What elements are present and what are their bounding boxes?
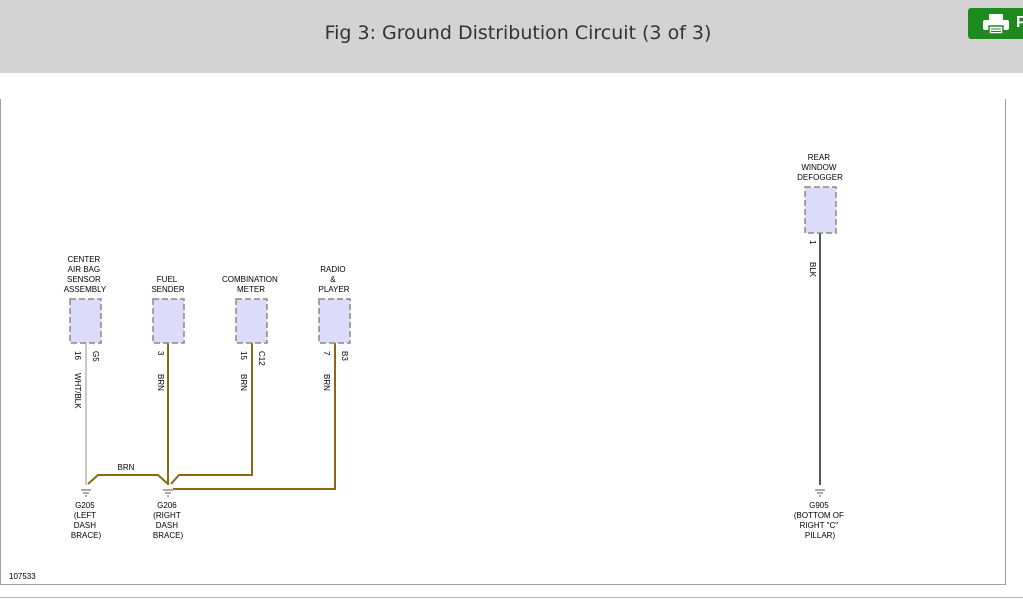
- connector-id: C12: [257, 351, 266, 366]
- ground-symbol-icon: [163, 489, 173, 497]
- page-title: Fig 3: Ground Distribution Circuit (3 of…: [324, 22, 712, 44]
- wire-color-label: BRN: [156, 374, 165, 391]
- ground-symbol-icon: [815, 489, 825, 497]
- pin-number: 1: [808, 240, 817, 245]
- diagram-frame: CENTER AIR BAG SENSOR ASSEMBLY 16 G5 WHT…: [0, 99, 1006, 585]
- component-fuel-sender: FUEL SENDER 3 BRN: [151, 275, 185, 391]
- component-box: [69, 298, 102, 344]
- component-label: REAR WINDOW DEFOGGER: [797, 153, 843, 182]
- component-box: [804, 186, 837, 234]
- figure-number: 107533: [9, 572, 36, 581]
- component-center-air-bag-sensor: CENTER AIR BAG SENSOR ASSEMBLY 16 G5 WHT…: [64, 255, 107, 409]
- component-box: [152, 298, 185, 344]
- printer-icon: [983, 14, 1009, 35]
- connector-id: G5: [91, 351, 100, 362]
- component-label: COMBINATION METER: [222, 275, 280, 294]
- component-label: RADIO & PLAYER: [319, 265, 350, 294]
- pin-number: 15: [239, 351, 248, 360]
- wire-color-label: BRN: [239, 374, 248, 391]
- component-rear-window-defogger: REAR WINDOW DEFOGGER 1 BLK: [797, 153, 843, 278]
- component-radio-player: RADIO & PLAYER 7 B3 BRN: [318, 265, 351, 391]
- component-box: [235, 298, 268, 344]
- wire-color-label: BLK: [808, 262, 817, 278]
- wire-link-g205-g206: [87, 474, 169, 485]
- ground-label-g205: G205 (LEFT DASH BRACE): [71, 501, 102, 540]
- ground-label-g206: G206 (RIGHT DASH BRACE): [153, 501, 184, 540]
- component-combination-meter: COMBINATION METER 15 C12 BRN: [222, 275, 280, 391]
- wire-color-label: WHT/BLK: [73, 373, 82, 409]
- connector-id: B3: [340, 351, 349, 361]
- wire-combination-meter: [170, 342, 253, 485]
- pin-number: 3: [156, 351, 165, 356]
- print-button[interactable]: P: [968, 8, 1023, 39]
- ground-label-g905: G905 (BOTTOM OF RIGHT "C" PILLAR): [794, 501, 846, 540]
- page-header: Fig 3: Ground Distribution Circuit (3 of…: [0, 0, 1023, 73]
- wiring-diagram: CENTER AIR BAG SENSOR ASSEMBLY 16 G5 WHT…: [9, 153, 846, 581]
- ground-symbol-icon: [81, 489, 91, 497]
- component-label: CENTER AIR BAG SENSOR ASSEMBLY: [64, 255, 107, 294]
- print-button-label: P: [1016, 14, 1023, 31]
- component-box: [318, 298, 351, 344]
- component-label: FUEL SENDER: [151, 275, 185, 294]
- pin-number: 16: [73, 351, 82, 360]
- link-wire-label: BRN: [118, 463, 135, 472]
- wire-radio-player: [173, 342, 336, 490]
- bottom-divider: [0, 597, 1023, 598]
- wire-color-label: BRN: [322, 374, 331, 391]
- pin-number: 7: [322, 351, 331, 356]
